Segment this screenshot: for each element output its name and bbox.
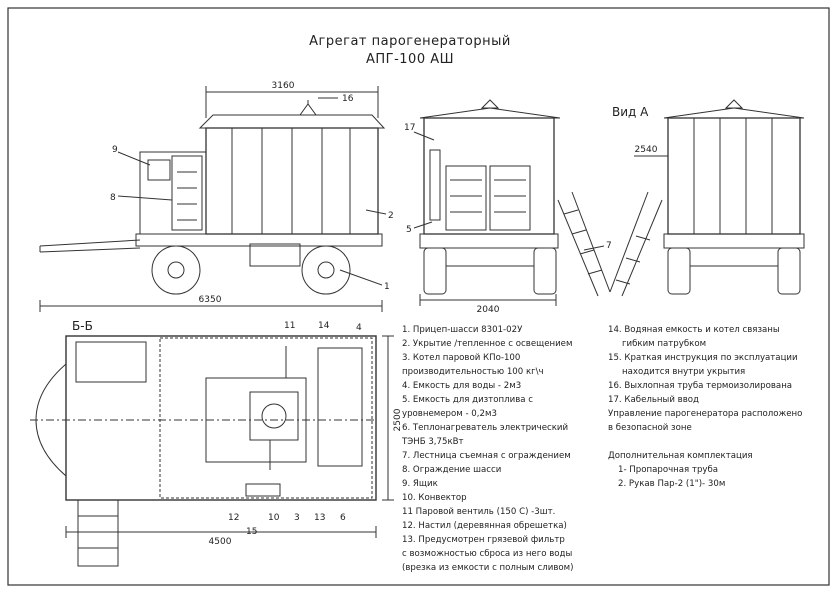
- drawing-title: Агрегат парогенераторный: [309, 34, 511, 49]
- rear-wheel-left: [423, 247, 447, 295]
- drawbar: [39, 239, 141, 247]
- dim-view-a-height: 2540: [635, 145, 658, 155]
- box-9: [147, 159, 171, 181]
- rear-shelter: [423, 117, 555, 235]
- plan-ladder: [77, 499, 119, 567]
- boiler: [249, 391, 299, 441]
- legend-item: 1. Прицеп-шасси 8301-02У: [402, 325, 523, 335]
- view-a-ladder: [621, 199, 663, 297]
- legend-item: производительностью 100 кг\ч: [402, 367, 544, 377]
- rear-door-right: [489, 165, 531, 231]
- callout-1: 1: [384, 282, 390, 292]
- view-a: [609, 99, 805, 297]
- callout-6: 6: [340, 513, 346, 523]
- legend-item: 14. Водяная емкость и котел связаны: [608, 325, 780, 335]
- front-wheel: [151, 245, 201, 295]
- legend-item: 17. Кабельный ввод: [608, 395, 699, 405]
- convector: [245, 483, 281, 497]
- callout-8: 8: [110, 193, 116, 203]
- legend-item: в безопасной зоне: [608, 423, 692, 433]
- view-a-chassis: [663, 233, 805, 249]
- legend-item: 16. Выхлопная труба термоизолирована: [608, 381, 793, 391]
- callout-9: 9: [112, 145, 118, 155]
- legend-item: уровнемером - 0,2м3: [402, 409, 497, 419]
- extras-item: 1- Пропарочная труба: [618, 465, 719, 475]
- callout-7: 7: [606, 241, 612, 251]
- legend-item: Управление парогенератора расположено: [608, 409, 803, 419]
- callout-14: 14: [318, 321, 330, 331]
- fuel-tank-5: [429, 149, 441, 221]
- legend-item: 3. Котел паровой КПо-100: [402, 353, 521, 363]
- rear-wheel: [301, 245, 351, 295]
- legend-item: 4. Емкость для воды - 2м3: [402, 381, 522, 391]
- view-a-label: Вид А: [612, 105, 649, 119]
- legend-item: 2. Укрытие /тепленное с освещением: [402, 339, 573, 349]
- extras-title: Дополнительная комплектация: [608, 451, 753, 461]
- callout-4: 4: [356, 323, 362, 333]
- callout-17: 17: [404, 123, 415, 133]
- extras-item: 2. Рукав Пар-2 (1")- 30м: [618, 479, 726, 489]
- callout-11: 11: [284, 321, 295, 331]
- dim-top-width: 3160: [272, 81, 295, 91]
- legend-item: 15. Краткая инструкция по эксплуатации: [608, 353, 798, 363]
- legend-item: (врезка из емкости с полным сливом): [402, 563, 574, 573]
- legend-item: ТЭНБ 3,75кВт: [402, 437, 464, 447]
- view-a-roof: [663, 107, 805, 119]
- legend-item: 8. Ограждение шасси: [402, 465, 502, 475]
- removable-ladder: [557, 199, 599, 297]
- rear-view: [413, 99, 611, 306]
- plan-outer: [65, 335, 377, 501]
- rear-door-left: [445, 165, 487, 231]
- drawing-model: АПГ-100 АШ: [365, 52, 455, 67]
- rear-chassis: [419, 233, 559, 249]
- body-roof: [198, 114, 386, 129]
- rear-wheel-right: [533, 247, 557, 295]
- callout-12: 12: [228, 513, 239, 523]
- callout-13: 13: [314, 513, 325, 523]
- legend-item: 6. Теплонагреватель электрический: [402, 423, 569, 433]
- drawing-frame: [7, 7, 830, 586]
- legend-item: 7. Лестница съемная с ограждением: [402, 451, 571, 461]
- legend-item: 9. Ящик: [402, 479, 438, 489]
- legend-item: с возможностью сброса из него воды: [402, 549, 573, 559]
- plan-box: [75, 341, 147, 383]
- legend-item: 10. Конвектор: [402, 493, 467, 503]
- legend-item: находится внутри укрытия: [622, 367, 746, 377]
- fuel-tank: [249, 243, 301, 267]
- side-view: [39, 86, 387, 312]
- callout-3: 3: [294, 513, 300, 523]
- plan-section: [30, 335, 394, 567]
- section-label: Б-Б: [72, 319, 93, 333]
- callout-2: 2: [388, 211, 394, 221]
- front-cabinet: [139, 151, 207, 235]
- dim-plan-width: 2500: [393, 408, 403, 431]
- plan-shelter: [159, 337, 373, 499]
- water-tank: [317, 347, 363, 467]
- legend-item: 11 Паровой вентиль (150 С) -3шт.: [402, 507, 556, 517]
- dim-rear-width: 2040: [477, 305, 500, 315]
- legend-item: 5. Емкость для дизтоплива с: [402, 395, 534, 405]
- legend-item: 12. Настил (деревянная обрешетка): [402, 521, 567, 531]
- exhaust-pipe: [299, 103, 317, 116]
- view-a-shelter: [667, 117, 801, 235]
- callout-16: 16: [342, 94, 354, 104]
- legend-item: гибким патрубком: [622, 339, 707, 349]
- dim-side-length: 6350: [199, 295, 222, 305]
- rear-roof: [419, 107, 561, 119]
- dim-plan-length: 4500: [209, 537, 232, 547]
- callout-15: 15: [246, 527, 257, 537]
- callout-5: 5: [406, 225, 412, 235]
- ladder-guard: [171, 155, 203, 231]
- legend-item: 13. Предусмотрен грязевой фильтр: [402, 535, 565, 545]
- callout-10: 10: [268, 513, 280, 523]
